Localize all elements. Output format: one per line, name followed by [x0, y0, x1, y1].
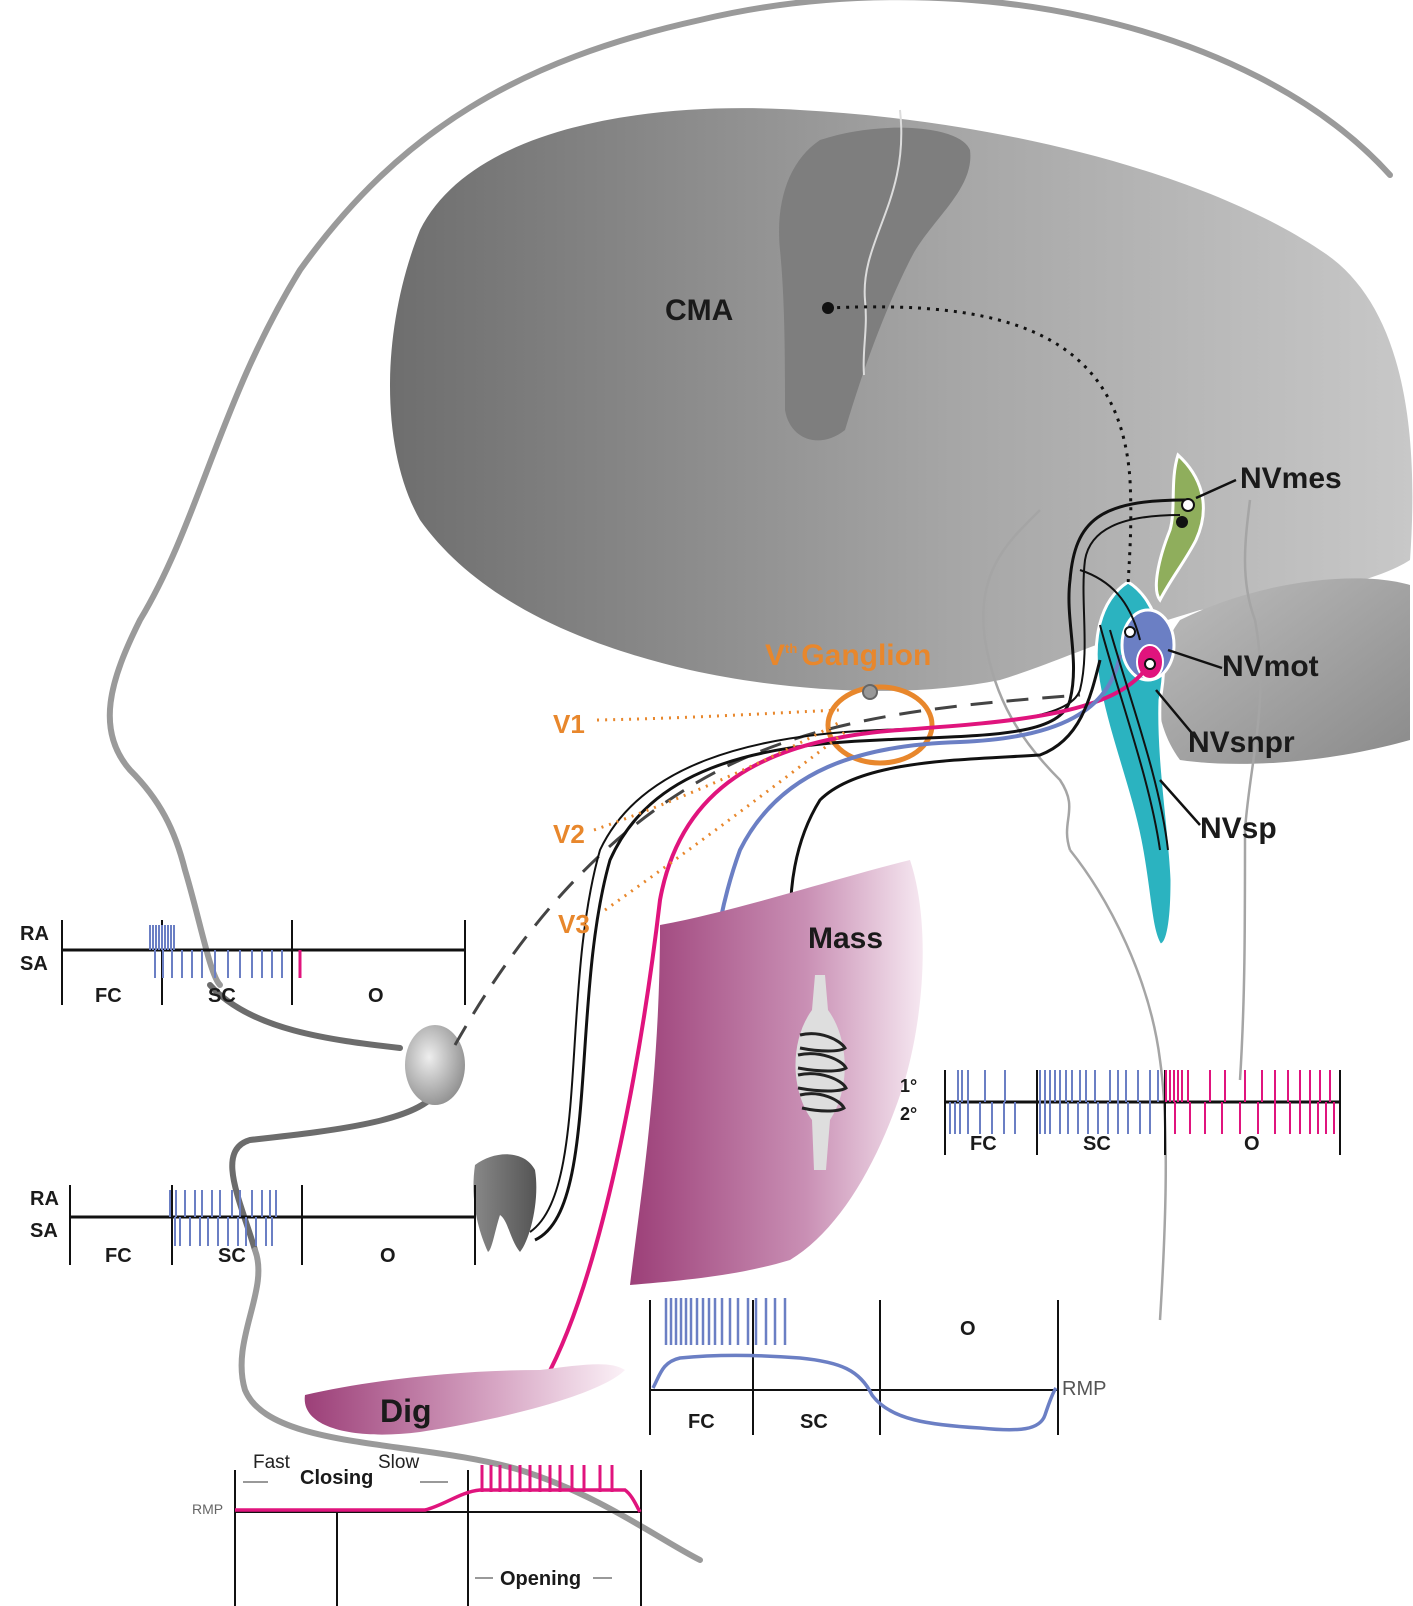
tooth-sa-spikes	[174, 1217, 273, 1246]
periodontal-afferent	[534, 498, 1186, 1242]
lip-sa-spikes	[154, 950, 302, 978]
digastric-membrane	[235, 1488, 642, 1513]
mass-rmp-label: RMP	[1062, 1378, 1106, 1400]
mass-label: Mass	[808, 922, 883, 955]
tooth-sc-label: SC	[218, 1245, 246, 1267]
nvmes-soma-open	[1181, 498, 1195, 512]
mass-sc-label: SC	[800, 1411, 828, 1433]
cerebellum	[1157, 578, 1410, 764]
lip-fc-label: FC	[95, 985, 122, 1007]
lip-ra-label: RA	[20, 923, 49, 945]
cma-dot	[822, 302, 834, 314]
nvmot-soma-open	[1124, 626, 1136, 638]
masseter-membrane	[651, 1353, 1058, 1432]
dig-label: Dig	[380, 1393, 432, 1429]
lip-sa-label: SA	[20, 953, 48, 975]
digastric-trace: Fast Closing Slow RMP Opening	[192, 1452, 642, 1606]
nucleus-collaterals	[1079, 569, 1169, 851]
lower-face-outline	[207, 982, 443, 1253]
cma-projection	[827, 305, 1133, 586]
tooth-trace: RA SA FC SC O	[30, 1185, 476, 1267]
digastric-spikes	[480, 1465, 614, 1492]
nucleus-leader-lines	[1155, 478, 1237, 826]
masseter-muscle	[630, 860, 923, 1285]
nvsnpr-label: NVsnpr	[1188, 726, 1295, 759]
ganglion-ring	[825, 684, 935, 766]
spindle-secondary-spikes	[949, 1102, 1335, 1134]
cerebrum	[390, 108, 1413, 691]
v3-label: V3	[558, 909, 590, 939]
chin-outline	[238, 1247, 703, 1563]
nvsp-label: NVsp	[1200, 812, 1277, 845]
tooth-fc-label: FC	[105, 1245, 132, 1267]
spindle-sc-label: SC	[1083, 1133, 1111, 1155]
tooth-ra-spikes	[169, 1190, 277, 1217]
spindle-primary-spikes	[957, 1070, 1331, 1102]
digastric-efferent	[543, 668, 1147, 1381]
motor-cortex-gyrus	[779, 127, 971, 441]
dig-rmp-label: RMP	[192, 1501, 223, 1517]
spindle-secondary-label: 2°	[900, 1104, 917, 1124]
central-sulcus	[862, 109, 903, 376]
v1-label: V1	[553, 709, 585, 739]
dig-fast-label: Fast	[253, 1452, 291, 1473]
dig-opening-label: Opening	[500, 1568, 581, 1590]
tooth-o-label: O	[380, 1245, 396, 1267]
dig-slow-label: Slow	[378, 1452, 419, 1473]
mass-o-label: O	[960, 1318, 976, 1340]
spindle-trace: 1° 2° FC SC O	[900, 1070, 1341, 1155]
nvmes-label: NVmes	[1240, 462, 1342, 495]
lip-o-label: O	[368, 985, 384, 1007]
spindle-fc-label: FC	[970, 1133, 997, 1155]
lip-sc-label: SC	[208, 985, 236, 1007]
head-outline	[106, 0, 1393, 988]
trigeminal-branches	[593, 708, 846, 912]
spindle-o-label: O	[1244, 1133, 1260, 1155]
nvmot-label: NVmot	[1222, 650, 1319, 683]
muscle-spindle	[795, 975, 848, 1170]
masseter-trace: O FC SC RMP	[649, 1298, 1106, 1435]
lip-trace: RA SA FC SC O	[20, 920, 466, 1007]
brainstem-outline	[982, 499, 1262, 1321]
spindle-primary-label: 1°	[900, 1076, 917, 1096]
lip-ra-spikes	[149, 925, 175, 950]
nvmes-soma-filled	[1176, 516, 1188, 528]
cma-label: CMA	[665, 294, 733, 327]
masseter-spikes	[664, 1298, 787, 1345]
lip-gum	[405, 1025, 465, 1105]
mass-fc-label: FC	[688, 1411, 715, 1433]
dig-muscle	[304, 1364, 625, 1435]
tooth-sa-label: SA	[30, 1220, 58, 1242]
tooth	[473, 1154, 537, 1252]
v2-label: V2	[553, 819, 585, 849]
ganglion-soma	[862, 684, 878, 700]
dig-closing-label: Closing	[300, 1467, 373, 1489]
nvmot-core-soma	[1144, 658, 1156, 670]
tooth-ra-label: RA	[30, 1188, 59, 1210]
